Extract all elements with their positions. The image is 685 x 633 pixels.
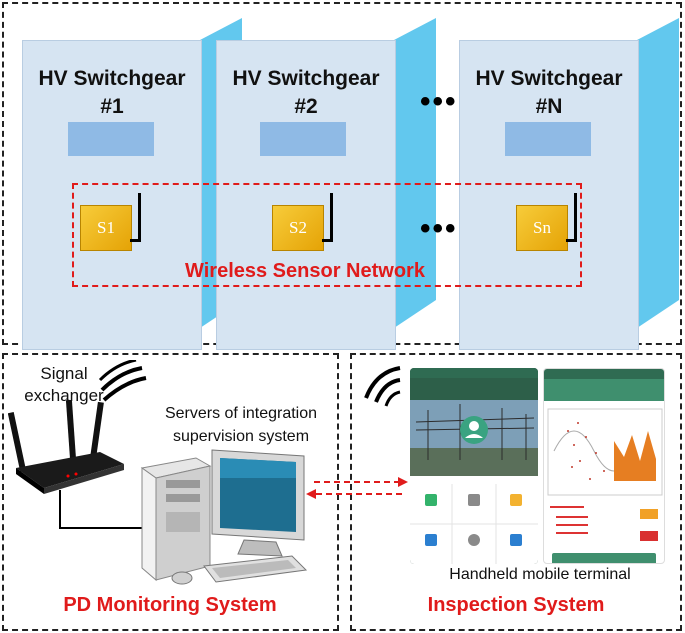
switchgear-n: HV Switchgear #N bbox=[459, 18, 679, 350]
router-icon bbox=[8, 400, 124, 494]
switchgear-n-name: HV Switchgear bbox=[475, 67, 623, 90]
pd-monitoring-panel bbox=[2, 353, 339, 631]
pd-monitoring-system-title: PD Monitoring System bbox=[63, 594, 277, 616]
sensor-sn: Sn bbox=[516, 205, 568, 251]
data-exchange-arrows bbox=[306, 477, 408, 499]
antenna-base-icon bbox=[130, 239, 141, 242]
wireless-signal-icon bbox=[364, 366, 401, 407]
antenna-base-icon bbox=[566, 239, 577, 242]
switchgear-1-name: HV Switchgear bbox=[38, 67, 186, 90]
mobile-app-home-screen bbox=[410, 368, 538, 564]
substation-photo bbox=[410, 400, 538, 476]
antenna-base-icon bbox=[322, 239, 333, 242]
diagnose-button[interactable] bbox=[552, 553, 656, 563]
server-computer-icon bbox=[140, 449, 308, 585]
cabinet-front-n bbox=[459, 40, 639, 350]
inspection-system-title: Inspection System bbox=[427, 594, 605, 616]
cabinet-window-2 bbox=[260, 122, 346, 156]
app-grid-icons bbox=[410, 484, 538, 564]
sensor-s2: S2 bbox=[272, 205, 324, 251]
ellipsis-sensors: ••• bbox=[420, 212, 458, 245]
signal-exchanger-label-line1: Signal bbox=[40, 364, 88, 383]
switchgear-2-name: HV Switchgear bbox=[232, 67, 380, 90]
wireless-sensor-network-boundary bbox=[72, 183, 582, 287]
switchgear-2: HV Switchgear #2 bbox=[216, 18, 436, 350]
servers-label-line2: supervision system bbox=[172, 428, 310, 445]
cabinet-window-1 bbox=[68, 122, 154, 156]
inspection-panel bbox=[350, 353, 682, 631]
antenna-icon bbox=[574, 193, 577, 241]
cabinet-side-2 bbox=[394, 18, 436, 328]
cabinet-side-n bbox=[637, 18, 679, 328]
pd-pattern-plot bbox=[547, 408, 663, 496]
switchgear-1-number: #1 bbox=[100, 95, 124, 118]
cabinet-front-1 bbox=[22, 40, 202, 350]
wireless-signal-icon bbox=[98, 360, 147, 402]
switchgear-2-number: #2 bbox=[294, 95, 318, 118]
signal-exchanger-label-line2: exchanger bbox=[24, 386, 104, 405]
antenna-icon bbox=[330, 193, 333, 241]
handheld-terminal-label: Handheld mobile terminal bbox=[449, 566, 631, 583]
switchgear-n-number: #N bbox=[535, 95, 563, 118]
wireless-sensor-network-label: Wireless Sensor Network bbox=[185, 260, 425, 282]
servers-label-line1: Servers of integration bbox=[164, 405, 318, 422]
readings-list bbox=[550, 506, 658, 541]
mobile-app-detail-screen bbox=[543, 368, 665, 564]
cabinet-window-n bbox=[505, 122, 591, 156]
cabinet-front-2 bbox=[216, 40, 396, 350]
sensor-s1: S1 bbox=[80, 205, 132, 251]
antenna-icon bbox=[138, 193, 141, 241]
network-cable bbox=[59, 490, 142, 529]
ellipsis-cabinets: ••• bbox=[420, 85, 458, 118]
